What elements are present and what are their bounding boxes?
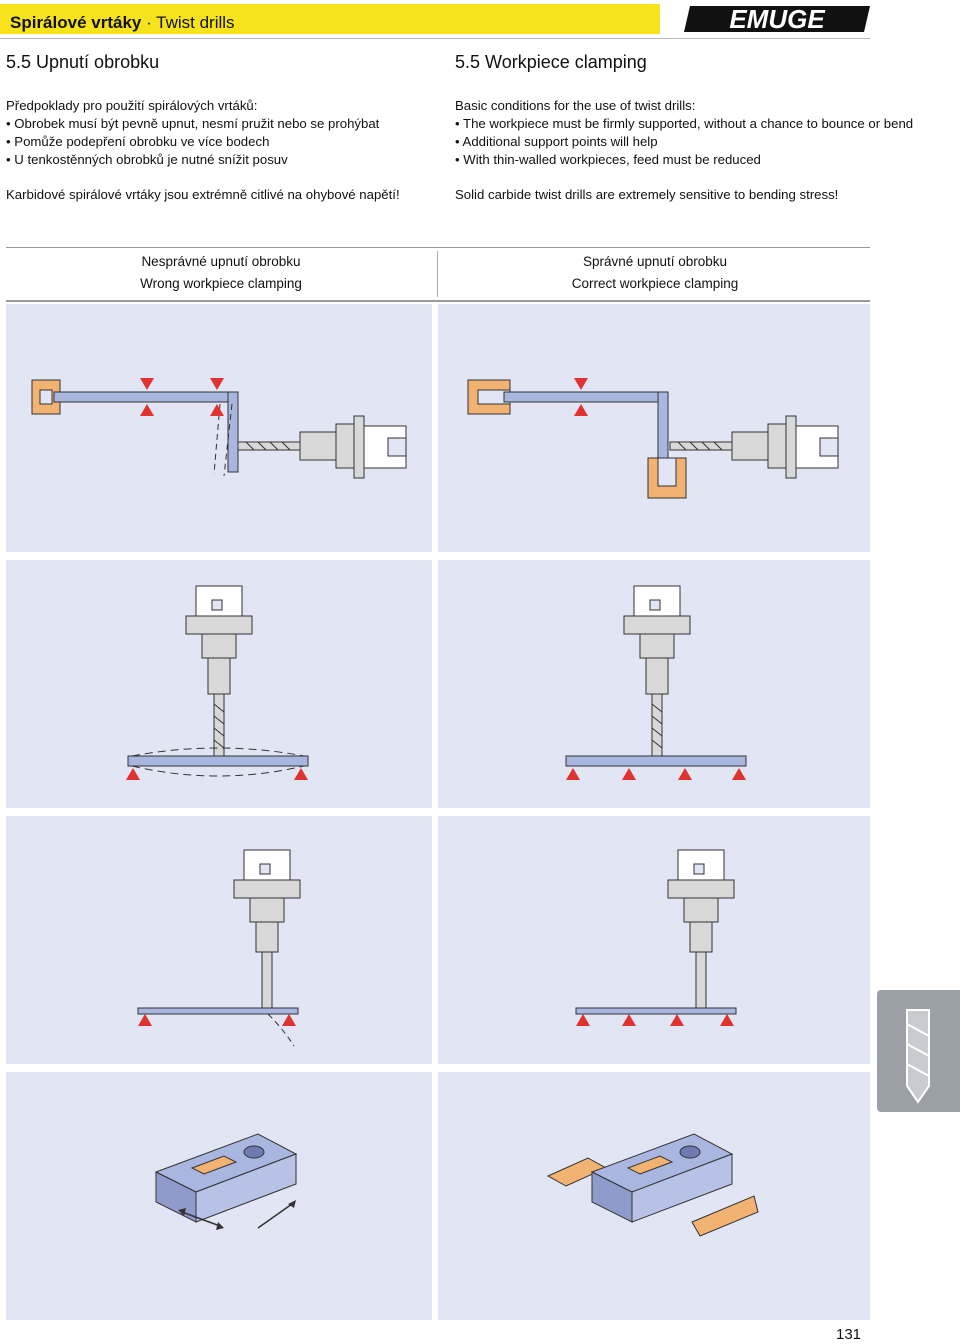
panel-correct-thin-plate (438, 816, 870, 1064)
panel-correct-angle-workpiece (438, 304, 870, 552)
wrong-two-supports-illustration (126, 585, 309, 780)
left-bullet: • Pomůže podepření obrobku ve více bodec… (6, 134, 270, 149)
panel-wrong-block-clamping (6, 1072, 432, 1320)
twist-drill-icon (906, 1009, 930, 1104)
wrong-column-header: Nesprávné upnutí obrobku Wrong workpiece… (6, 248, 436, 300)
right-column: 5.5 Workpiece clamping Basic conditions … (455, 52, 914, 202)
right-note: Solid carbide twist drills are extremely… (455, 187, 839, 202)
wrong-header-en: Wrong workpiece clamping (140, 276, 302, 291)
correct-many-supports-illustration (565, 585, 747, 780)
left-note: Karbidové spirálové vrtáky jsou extrémně… (6, 187, 400, 202)
panel-wrong-thin-plate (6, 816, 432, 1064)
right-section-title: 5.5 Workpiece clamping (455, 52, 647, 72)
left-bullet: • Obrobek musí být pevně upnut, nesmí pr… (6, 116, 380, 131)
wrong-thin-plate-illustration (137, 849, 301, 1047)
left-section-title: 5.5 Upnutí obrobku (6, 52, 160, 72)
wrong-header-cs: Nesprávné upnutí obrobku (141, 254, 301, 269)
panel-wrong-two-supports (6, 560, 432, 808)
comparison-table-header: Nesprávné upnutí obrobku Wrong workpiece… (6, 247, 870, 302)
header-divider (437, 251, 438, 297)
correct-header-cs: Správné upnutí obrobku (582, 254, 728, 269)
left-column: 5.5 Upnutí obrobku Předpoklady pro použi… (6, 52, 436, 202)
correct-thin-plate-illustration (575, 849, 737, 1026)
right-bullet: • The workpiece must be firmly supported… (455, 116, 914, 131)
side-tab-drill-icon (877, 990, 960, 1112)
panel-wrong-angle-workpiece (6, 304, 432, 552)
right-bullet: • With thin-walled workpieces, feed must… (455, 152, 761, 167)
panel-correct-many-supports (438, 560, 870, 808)
header-title: Spirálové vrtáky · Twist drills (10, 13, 235, 33)
right-bullet: • Additional support points will help (455, 134, 658, 149)
header-title-bold: Spirálové vrtáky (10, 13, 142, 32)
header-bar: Spirálové vrtáky · Twist drills (0, 4, 660, 34)
wrong-block-illustration (154, 1133, 298, 1230)
correct-column-header: Správné upnutí obrobku Correct workpiece… (440, 248, 870, 300)
panel-correct-block-clamping (438, 1072, 870, 1320)
left-bullet: • U tenkostěnných obrobků je nutné sníži… (6, 152, 288, 167)
logo-text: EMUGE (729, 4, 825, 34)
wrong-angle-illustration (31, 378, 407, 479)
header-title-rest: · Twist drills (141, 13, 235, 32)
correct-angle-illustration (467, 378, 839, 499)
right-intro: Basic conditions for the use of twist dr… (455, 98, 696, 113)
header-rule (0, 38, 870, 39)
correct-block-illustration (546, 1133, 759, 1237)
emuge-logo: EMUGE (684, 4, 870, 34)
page-number: 131 (836, 1326, 862, 1343)
correct-header-en: Correct workpiece clamping (571, 276, 739, 291)
left-intro: Předpoklady pro použití spirálových vrtá… (6, 98, 258, 113)
